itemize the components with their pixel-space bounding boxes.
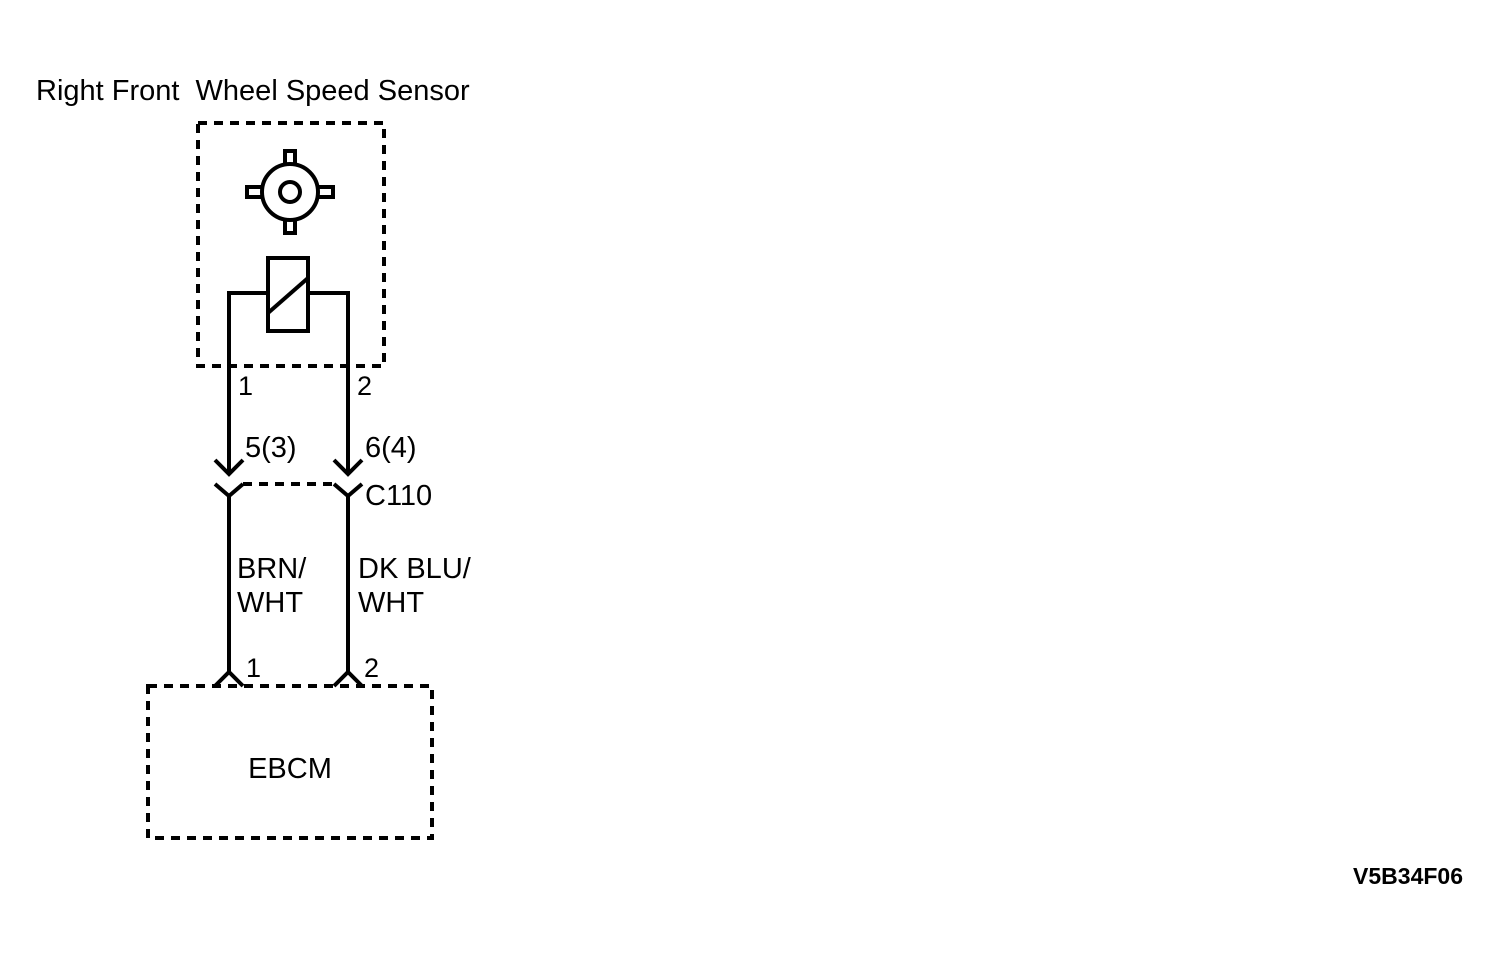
connector-arrowheads	[213, 458, 364, 477]
harness-wires	[227, 496, 350, 672]
connector-name: C110	[365, 480, 432, 512]
wire-color-1-line2: WHT	[237, 587, 303, 619]
connector-pin-a: 5(3)	[245, 432, 297, 464]
sensor-pin-2: 2	[357, 371, 372, 401]
ebcm-module-box	[146, 684, 434, 840]
sensor-leads	[227, 291, 350, 472]
wire-color-2-line1: DK BLU/	[358, 553, 472, 585]
sensor-enclosure	[196, 121, 386, 368]
ebcm-terminals	[213, 669, 364, 688]
diagram-title: Right Front Wheel Speed Sensor	[36, 75, 470, 107]
figure-code: V5B34F06	[1353, 863, 1463, 889]
ebcm-label: EBCM	[248, 753, 332, 785]
ebcm-pin-1: 1	[246, 653, 261, 683]
wire-color-1-line1: BRN/	[237, 553, 307, 585]
sensor-coil-icon	[266, 256, 310, 333]
sensor-pin-1: 1	[238, 371, 253, 401]
wire-color-2-line2: WHT	[358, 587, 424, 619]
connector-pin-b: 6(4)	[365, 432, 417, 464]
ebcm-pin-2: 2	[364, 653, 379, 683]
connector-c110	[213, 482, 364, 499]
tone-wheel-icon	[245, 149, 335, 235]
